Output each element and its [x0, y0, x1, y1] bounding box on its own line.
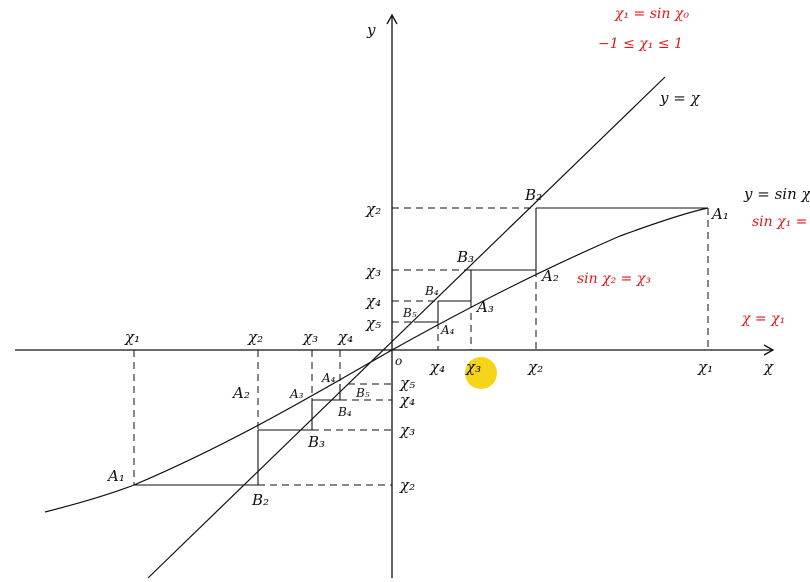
point-label: B₄ [424, 284, 439, 298]
x-tick-label: χ₁ [124, 328, 140, 346]
point-label: A₁ [710, 205, 729, 223]
sine-curve [44, 207, 709, 513]
note-sin-x1: sin χ₁ = [752, 214, 807, 230]
point-label: A₃ [475, 298, 494, 316]
x-tick-label: χ₃ [302, 328, 318, 346]
line-y-equals-x [147, 76, 666, 579]
point-label: B₅ [402, 306, 417, 320]
point-label: B₅ [355, 386, 370, 400]
point-label: B₄ [337, 405, 352, 419]
y-tick-label: χ₅ [365, 314, 381, 332]
x-tick-label: χ₂ [247, 328, 263, 346]
cursor-highlight-icon [465, 357, 497, 389]
point-label: A₃ [289, 387, 304, 401]
y-axis-label: y [366, 21, 376, 39]
note-x1-range: −1 ≤ χ₁ ≤ 1 [598, 36, 683, 52]
point-label: B₃ [456, 248, 474, 266]
x-tick-label-overlay: χ₃ [465, 358, 481, 376]
origin-label: o [395, 354, 402, 368]
line-label: y = χ [659, 89, 701, 107]
y-tick-label: χ₂ [365, 200, 381, 218]
sine-label: y = sin χ [743, 185, 810, 203]
y-tick-label: χ₃ [399, 421, 415, 439]
point-label: A₂ [540, 267, 559, 285]
x-axis-arrow [763, 344, 775, 356]
y-tick-label: χ₂ [399, 476, 415, 494]
x-axis-label: χ [763, 358, 774, 376]
note-x-eq-x1: χ = χ₁ [741, 311, 785, 327]
cobweb-positive [392, 207, 709, 350]
x-tick-label: χ₄ [337, 328, 353, 346]
point-label: A₄ [321, 371, 336, 385]
point-label: B₃ [307, 433, 325, 451]
point-label: A₄ [440, 323, 455, 337]
point-label: B₂ [251, 491, 269, 509]
y-tick-label: χ₄ [365, 292, 381, 310]
note-x1-def: χ₁ = sin χ₀ [614, 6, 689, 22]
y-axis-arrow [386, 13, 398, 25]
y-tick-label: χ₄ [399, 391, 415, 409]
x-tick-label: χ₄ [429, 358, 445, 376]
y-tick-label: χ₅ [399, 374, 415, 392]
x-tick-label: χ₁ [697, 358, 713, 376]
cobweb-negative [133, 350, 392, 486]
point-label: B₂ [524, 186, 542, 204]
point-label: A₁ [106, 467, 125, 485]
x-tick-label: χ₂ [527, 358, 543, 376]
point-label: A₂ [231, 384, 250, 402]
note-sin-x2: sin χ₂ = χ₃ [577, 271, 651, 287]
y-tick-label: χ₃ [365, 262, 381, 280]
